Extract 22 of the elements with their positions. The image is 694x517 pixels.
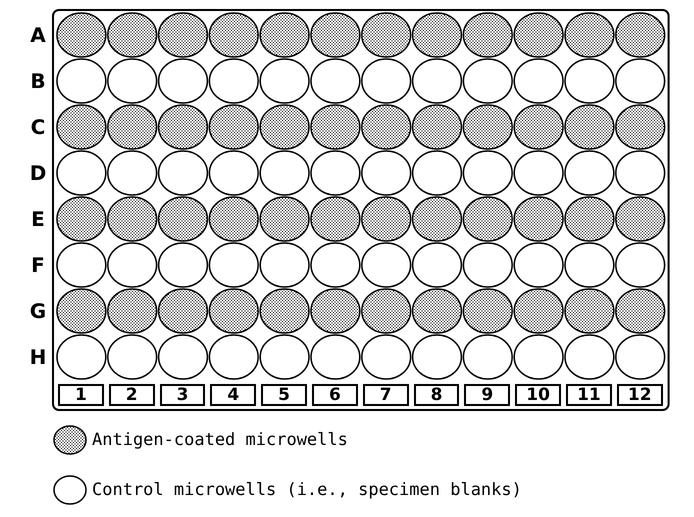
column-number-box: 8 [414,384,460,406]
column-number-box: 11 [566,384,612,406]
row-label: A [29,24,47,46]
column-number-box: 1 [58,384,104,406]
column-number-box: 12 [616,384,663,406]
row-label: C [30,116,46,138]
row-label: F [30,254,46,276]
column-number-box: 3 [160,384,206,406]
column-number-box: 6 [312,384,358,406]
legend-text: Antigen-coated microwells [92,429,348,451]
row-label: E [30,208,46,230]
column-number-box: 9 [464,384,510,406]
legend-text: Control microwells (i.e., specimen blanks) [92,479,522,501]
row-label: B [29,70,47,92]
row-label: G [28,300,48,322]
column-number-box: 10 [515,384,561,406]
row-label: D [28,162,48,184]
column-number-box: 5 [261,384,307,406]
column-number-box: 7 [362,384,409,406]
column-number-box: 4 [210,384,256,406]
column-number-box: 2 [108,384,155,406]
row-label: H [28,346,48,368]
